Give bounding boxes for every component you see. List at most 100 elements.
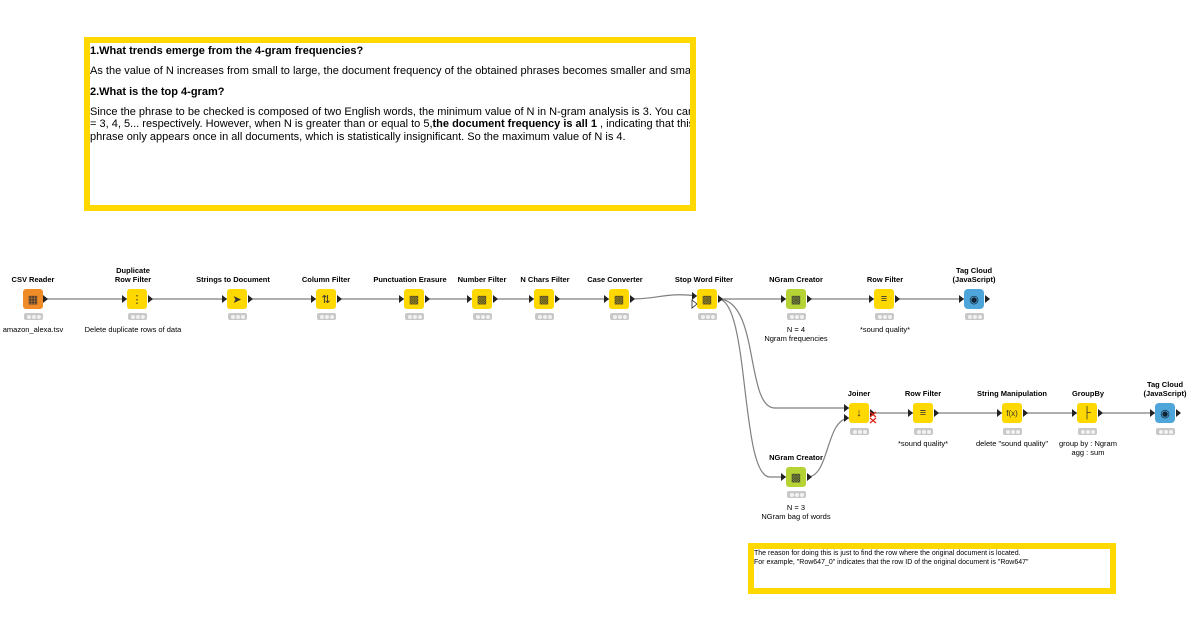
in-port[interactable] [604,295,609,303]
tag-cloud-icon: ◉ [969,293,979,306]
node-title-strings-to-document: Strings to Document [196,275,270,284]
in-port[interactable] [311,295,316,303]
text-process-icon: ▩ [613,293,625,306]
optional-port-outline [691,299,698,309]
out-port[interactable] [895,295,900,303]
node-title-groupby: GroupBy [1071,389,1105,398]
answer-2-line-2-post: , indicating that this [596,118,695,130]
question-1: 1.What trends emerge from the 4-gram fre… [90,45,364,57]
in-port[interactable] [997,409,1002,417]
out-port[interactable] [1023,409,1028,417]
ngram-icon: ▩ [790,471,802,484]
node-csv-reader[interactable]: ▦ [23,289,43,309]
in-port[interactable] [869,295,874,303]
node-groupby[interactable]: ├ [1077,403,1097,423]
node-ngram-creator-bottom[interactable]: ▩ [786,467,806,487]
node-stop-word-filter[interactable]: ▩ [697,289,717,309]
out-port[interactable] [718,295,723,303]
in-port[interactable] [122,295,127,303]
row-filter-icon: ≡ [880,293,888,305]
in-port[interactable] [1072,409,1077,417]
in-port[interactable] [908,409,913,417]
node-column-filter[interactable]: ⇅ [316,289,336,309]
out-port[interactable] [807,295,812,303]
out-port[interactable] [807,473,812,481]
in-port[interactable] [781,473,786,481]
node-number-filter[interactable]: ▩ [472,289,492,309]
out-port[interactable] [555,295,560,303]
title-line-2: Row Filter [114,275,152,284]
in-port[interactable] [399,295,404,303]
out-port[interactable] [985,295,990,303]
node-title-n-chars-filter: N Chars Filter [520,275,570,284]
node-joiner[interactable]: ↓ [849,403,869,423]
text-process-icon: ▩ [476,293,488,306]
text-process-icon: ▩ [701,293,713,306]
string-manipulation-icon: f(x) [1006,408,1018,418]
out-port[interactable] [425,295,430,303]
out-port[interactable] [248,295,253,303]
out-port[interactable] [1176,409,1181,417]
duplicate-filter-icon: ⋮ [131,293,143,306]
out-port[interactable] [337,295,342,303]
node-status [914,428,933,435]
node-status [787,313,806,320]
node-n-chars-filter[interactable]: ▩ [534,289,554,309]
out-port[interactable] [148,295,153,303]
in-port[interactable] [1150,409,1155,417]
node-status [128,313,147,320]
ngram-icon: ▩ [790,293,802,306]
text-process-icon: ▩ [408,293,420,306]
node-title-case-converter: Case Converter [587,275,643,284]
node-status [317,313,336,320]
link-stopword-joiner [717,298,849,409]
row-filter-icon: ≡ [919,407,927,419]
out-port[interactable] [934,409,939,417]
node-label-duplicate-row-filter: Delete duplicate rows of data [84,325,182,334]
joiner-icon: ↓ [856,407,862,419]
out-port[interactable] [630,295,635,303]
out-port[interactable] [1098,409,1103,417]
label-line-2: agg : sum [1071,448,1105,457]
node-string-manipulation[interactable]: f(x) [1002,403,1022,423]
node-status [1078,428,1097,435]
node-label-string-manipulation: delete "sound quality" [975,439,1049,448]
node-case-converter[interactable]: ▩ [609,289,629,309]
node-label-csv-reader: amazon_alexa.tsv [2,325,64,334]
in-port[interactable] [529,295,534,303]
in-port[interactable] [467,295,472,303]
label-line-1: N = 4 [786,325,806,334]
tag-cloud-icon: ◉ [1160,407,1170,420]
in-port[interactable] [781,295,786,303]
node-status [405,313,424,320]
title-line-1: Tag Cloud [1146,380,1184,389]
node-status [473,313,492,320]
node-punctuation-erasure[interactable]: ▩ [404,289,424,309]
node-strings-to-document[interactable]: ➤ [227,289,247,309]
node-tag-cloud-top[interactable]: ◉ [964,289,984,309]
label-line-2: Ngram frequencies [764,334,828,343]
in-port[interactable] [222,295,227,303]
groupby-icon: ├ [1083,407,1091,419]
title-line-2: (JavaScript) [1143,389,1187,398]
in-port-right[interactable] [844,414,849,422]
answer-1: As the value of N increases from small t… [90,65,696,77]
node-title-stop-word-filter: Stop Word Filter [674,275,734,284]
out-port[interactable] [870,409,875,417]
in-port[interactable] [959,295,964,303]
node-status [965,313,984,320]
out-port[interactable] [43,295,48,303]
link-ngram-bottom-joiner [806,417,850,478]
out-port[interactable] [493,295,498,303]
node-title-ngram-creator-top: NGram Creator [769,275,823,284]
node-title-row-filter-bottom: Row Filter [904,389,942,398]
node-ngram-creator-top[interactable]: ▩ [786,289,806,309]
node-tag-cloud-bottom[interactable]: ◉ [1155,403,1175,423]
node-row-filter-bottom[interactable]: ≡ [913,403,933,423]
in-port-left[interactable] [844,404,849,412]
node-status [1156,428,1175,435]
in-port[interactable] [692,292,697,300]
node-row-filter-top[interactable]: ≡ [874,289,894,309]
node-status [24,313,43,320]
node-duplicate-row-filter[interactable]: ⋮ [127,289,147,309]
